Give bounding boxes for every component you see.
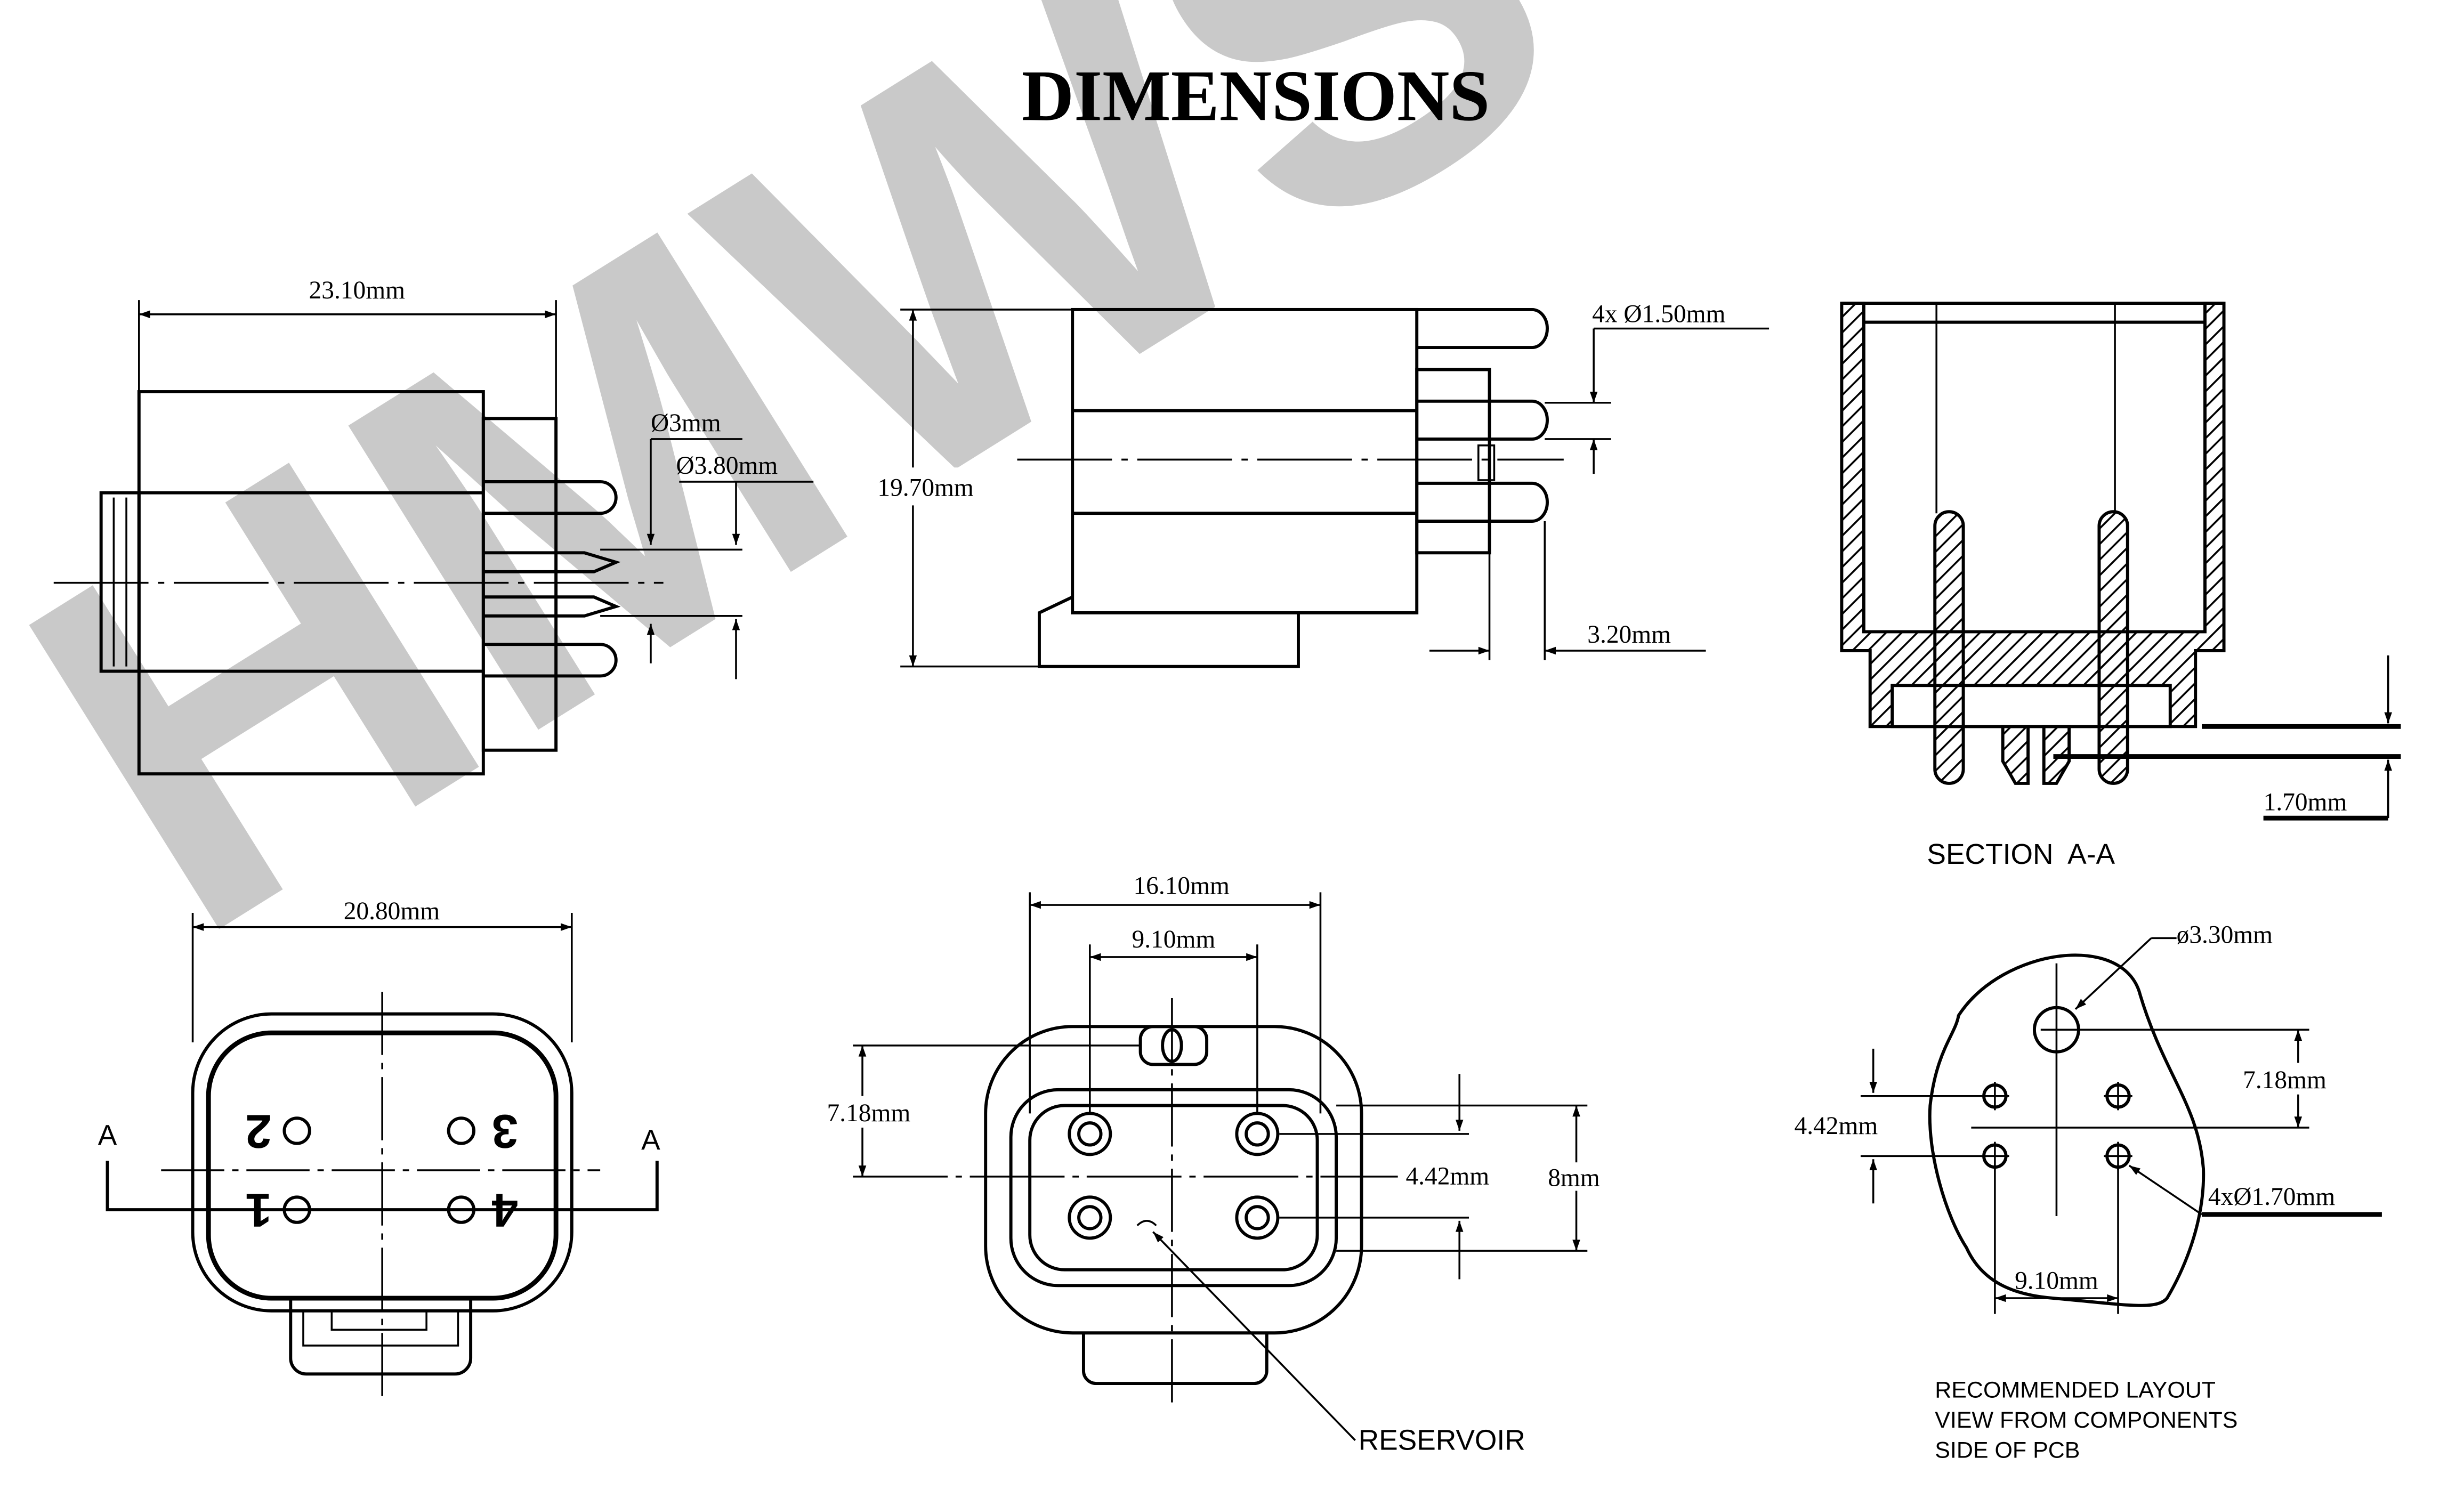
reservoir-label: RESERVOIR: [1359, 1425, 1525, 1456]
layout-pin-dia-label: 4xØ1.70mm: [2208, 1183, 2335, 1211]
bottom-view: A A 2 3 1 4 20.80mm: [98, 897, 660, 1403]
side-pin-dia-label: Ø3mm: [651, 409, 721, 437]
pin-label-1: 1: [245, 1184, 271, 1236]
pin-label-4: 4: [492, 1184, 518, 1236]
top-pin-spacing-x-label: 9.10mm: [1132, 926, 1215, 953]
section-mark-left: A: [98, 1120, 117, 1152]
page-title: DIMENSIONS: [1022, 56, 1490, 136]
front-pin-dia-label: 4x Ø1.50mm: [1592, 301, 1725, 328]
layout-note-line-2: VIEW FROM COMPONENTS: [1935, 1407, 2237, 1433]
bottom-width-label: 20.80mm: [344, 897, 440, 925]
pcb-layout-view: ø3.30mm 7.18mm 4.42mm 4xØ1.70mm 9.10mm R…: [1794, 921, 2382, 1463]
front-side-view: 19.70mm 4x Ø1.50mm 3.20mm: [853, 301, 1770, 668]
side-width-label: 23.10mm: [309, 277, 406, 304]
top-view: 16.10mm 9.10mm 7.18mm 4.42mm 8mm RESERVO…: [802, 872, 1614, 1456]
front-height-label: 19.70mm: [877, 474, 974, 502]
section-standoff-label: 1.70mm: [2264, 788, 2347, 816]
layout-note-line-3: SIDE OF PCB: [1935, 1437, 2080, 1463]
layout-large-hole-label: ø3.30mm: [2177, 921, 2273, 949]
top-pin-spacing-y-label: 4.42mm: [1405, 1163, 1489, 1191]
section-mark-right: A: [641, 1124, 660, 1156]
top-height-label: 8mm: [1548, 1164, 1600, 1192]
watermark: HMWS: [0, 0, 1648, 1042]
side-hole-dia-label: Ø3.80mm: [676, 452, 778, 480]
layout-note-line-1: RECOMMENDED LAYOUT: [1935, 1378, 2216, 1403]
section-label: SECTION A-A: [1927, 839, 2115, 870]
front-pin-offset-label: 3.20mm: [1587, 621, 1671, 649]
layout-pin-spacing-x-label: 9.10mm: [2015, 1267, 2098, 1294]
pin-label-2: 2: [245, 1105, 271, 1157]
pin-label-3: 3: [492, 1105, 518, 1157]
top-width-label: 16.10mm: [1133, 872, 1230, 900]
section-view: 1.70mm SECTION A-A: [1840, 302, 2401, 870]
side-view: 23.10mm Ø3mm Ø3.80mm: [53, 277, 814, 776]
top-offset-y-label: 7.18mm: [827, 1099, 911, 1127]
layout-pin-spacing-y-label: 4.42mm: [1794, 1112, 1878, 1140]
layout-offset-y-label: 7.18mm: [2243, 1066, 2326, 1094]
